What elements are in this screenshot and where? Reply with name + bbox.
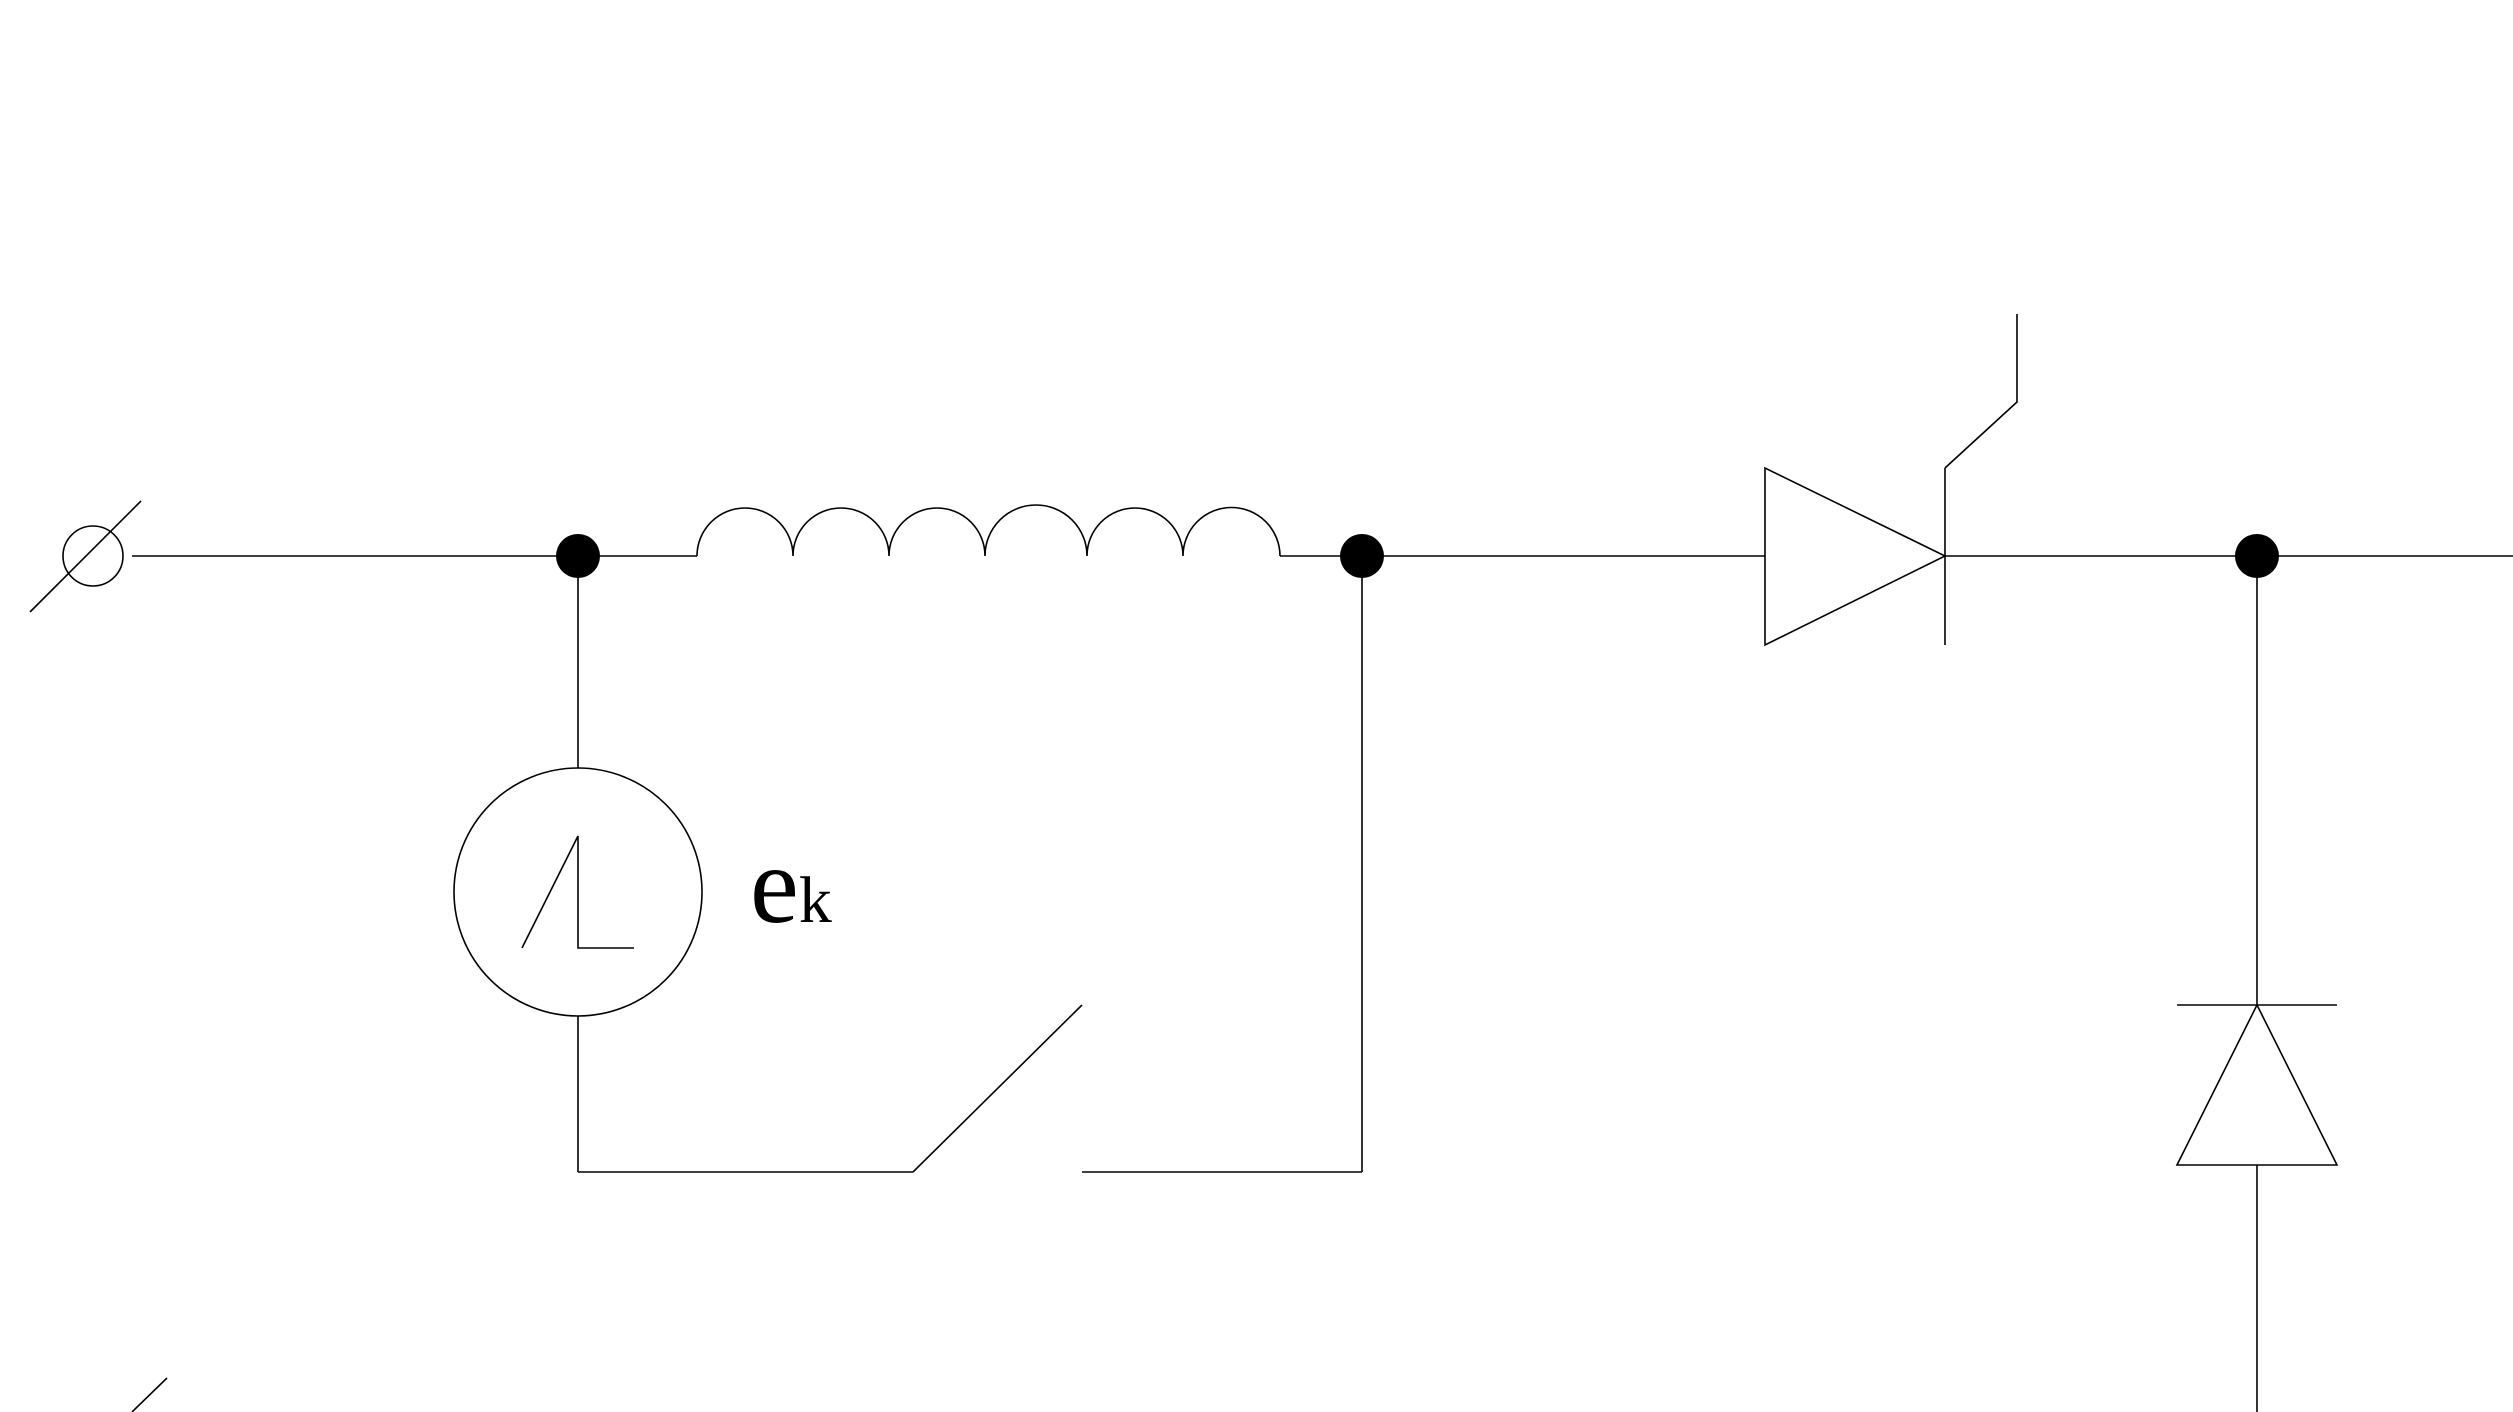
open-switch [912, 1004, 1083, 1173]
bottom-left-tick [131, 1377, 168, 1412]
terminal-symbol [29, 500, 142, 613]
diode [2175, 1003, 2339, 1166]
thyristor [1764, 314, 2018, 647]
inductor-coil [696, 504, 1281, 557]
source-label: ek [750, 824, 832, 946]
voltage-source [453, 767, 703, 1017]
